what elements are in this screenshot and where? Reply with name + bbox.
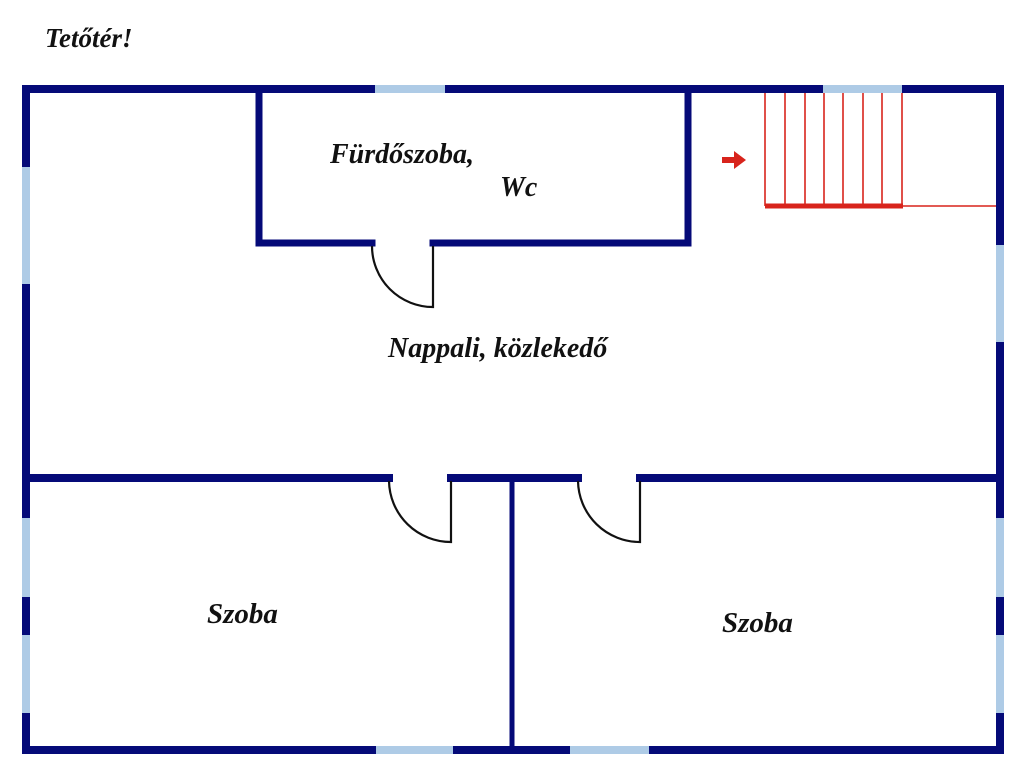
plan-title: Tetőtér! — [45, 23, 133, 53]
room-label-living: Nappali, közlekedő — [387, 333, 609, 364]
room-label-wc: Wc — [500, 172, 538, 203]
room-label-left: Szoba — [207, 598, 278, 630]
left-room-door — [387, 480, 453, 544]
doors — [370, 245, 642, 544]
room-label-right: Szoba — [722, 607, 793, 639]
windows — [22, 85, 1004, 754]
room-label-bathroom: Fürdőszoba, — [329, 139, 474, 170]
stairs — [722, 93, 996, 209]
arrow-right-icon — [722, 151, 746, 169]
right-room-door — [576, 480, 642, 544]
bathroom-wall — [255, 85, 692, 247]
bathroom-door — [370, 245, 435, 309]
